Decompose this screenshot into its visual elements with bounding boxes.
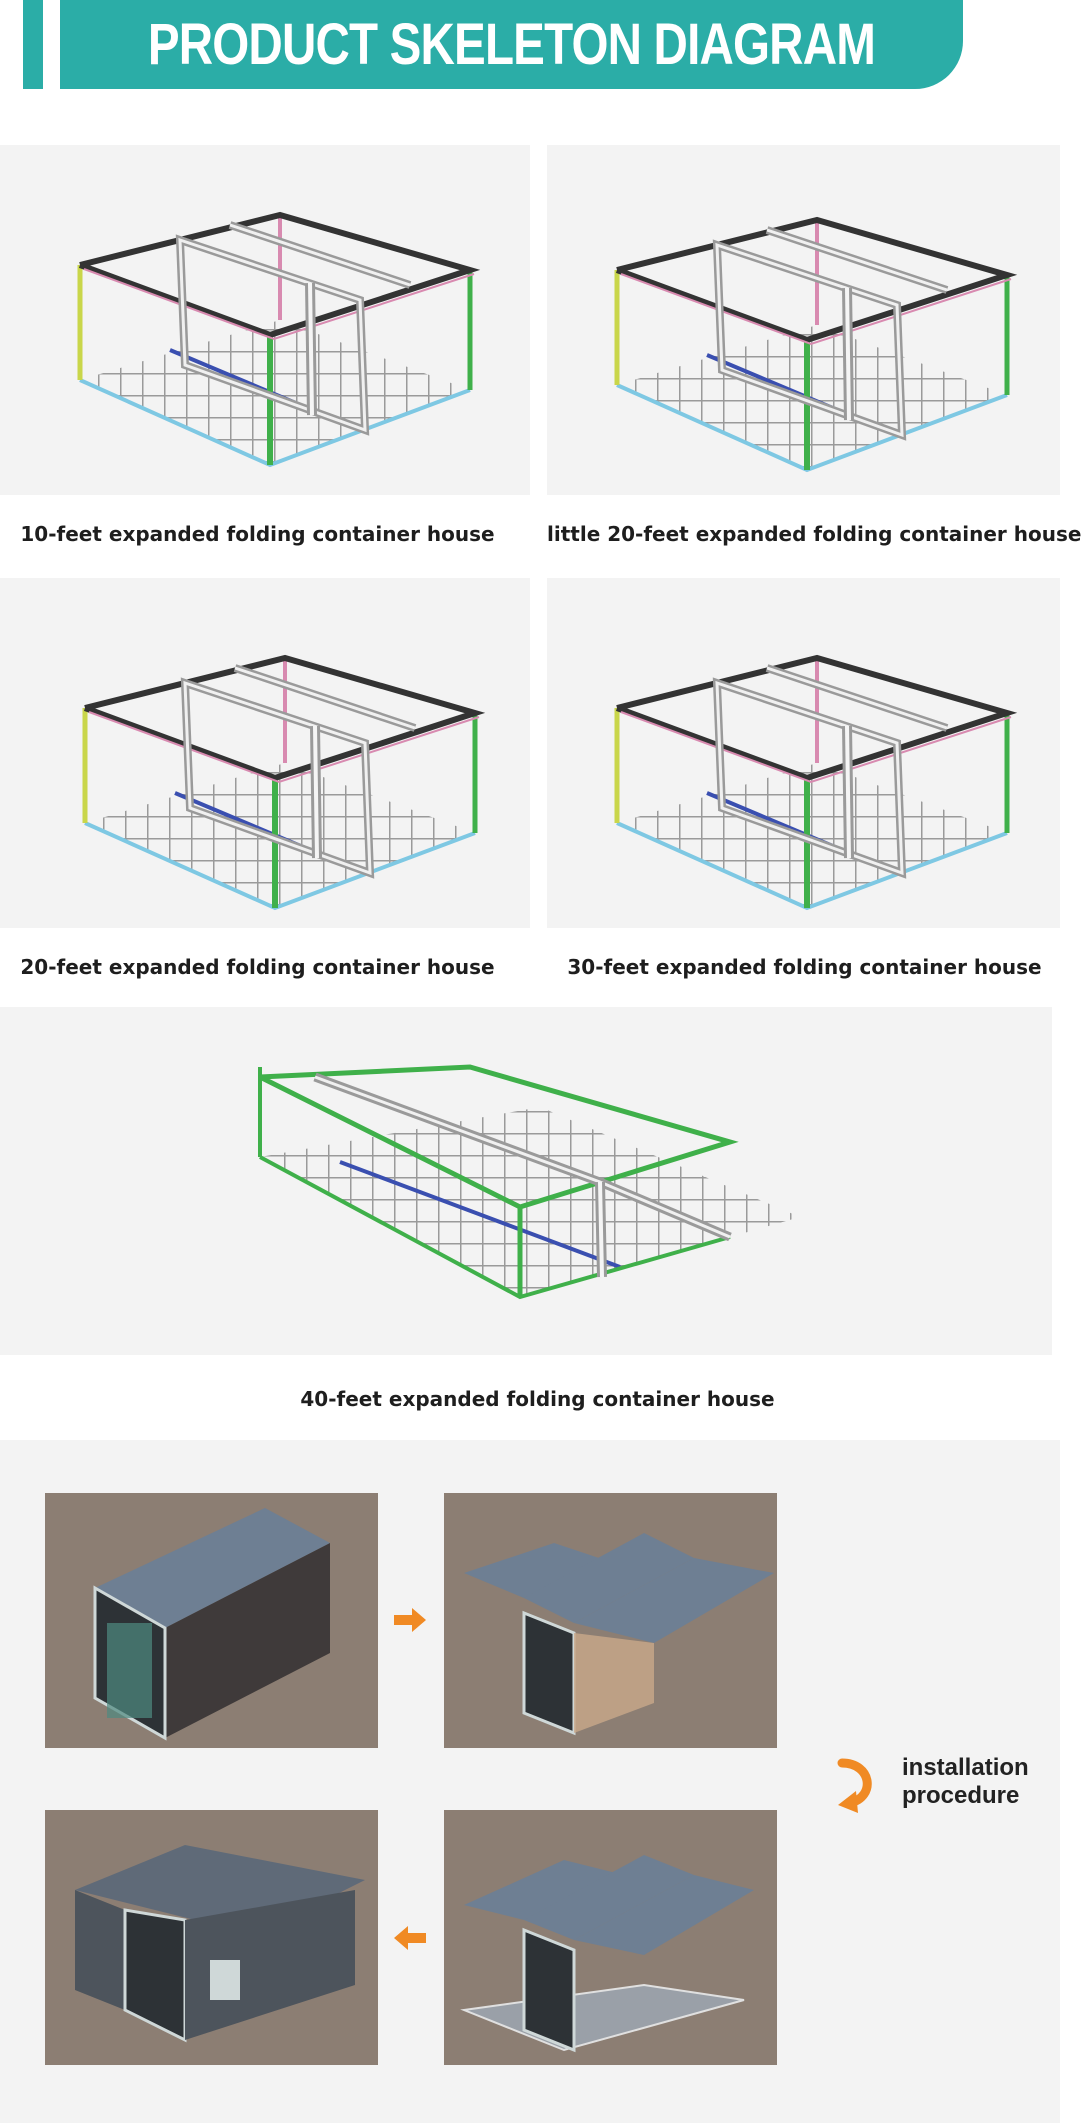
skeleton-20ft-image <box>0 578 530 928</box>
page-title: PRODUCT SKELETON DIAGRAM <box>147 12 876 77</box>
skeleton-little-20ft-image <box>547 145 1060 495</box>
caption-10ft: 10-feet expanded folding container house <box>20 522 495 546</box>
skeleton-10ft-image <box>0 145 530 495</box>
skeleton-40ft-image <box>0 1007 1052 1355</box>
caption-40ft: 40-feet expanded folding container house <box>300 1387 775 1411</box>
skeleton-30ft-image <box>547 578 1060 928</box>
caption-30ft: 30-feet expanded folding container house <box>567 955 1042 979</box>
floor-panels-unfolding-photo <box>444 1810 777 2065</box>
caption-20ft: 20-feet expanded folding container house <box>20 955 495 979</box>
arrow-right-icon <box>394 1608 428 1636</box>
roof-panels-unfolding-photo <box>444 1493 777 1748</box>
title-banner: PRODUCT SKELETON DIAGRAM <box>60 0 963 89</box>
caption-little-20ft: little 20-feet expanded folding containe… <box>547 522 1081 546</box>
folded-container-photo <box>45 1493 378 1748</box>
installation-label-line1: installation <box>902 1754 1029 1781</box>
installation-procedure-label: installation procedure <box>902 1754 1029 1810</box>
banner-accent-bar <box>23 0 43 89</box>
expanded-house-photo <box>45 1810 378 2065</box>
arrow-left-icon <box>394 1926 428 1954</box>
curved-arrow-icon <box>832 1757 876 1817</box>
installation-label-line2: procedure <box>902 1782 1020 1809</box>
